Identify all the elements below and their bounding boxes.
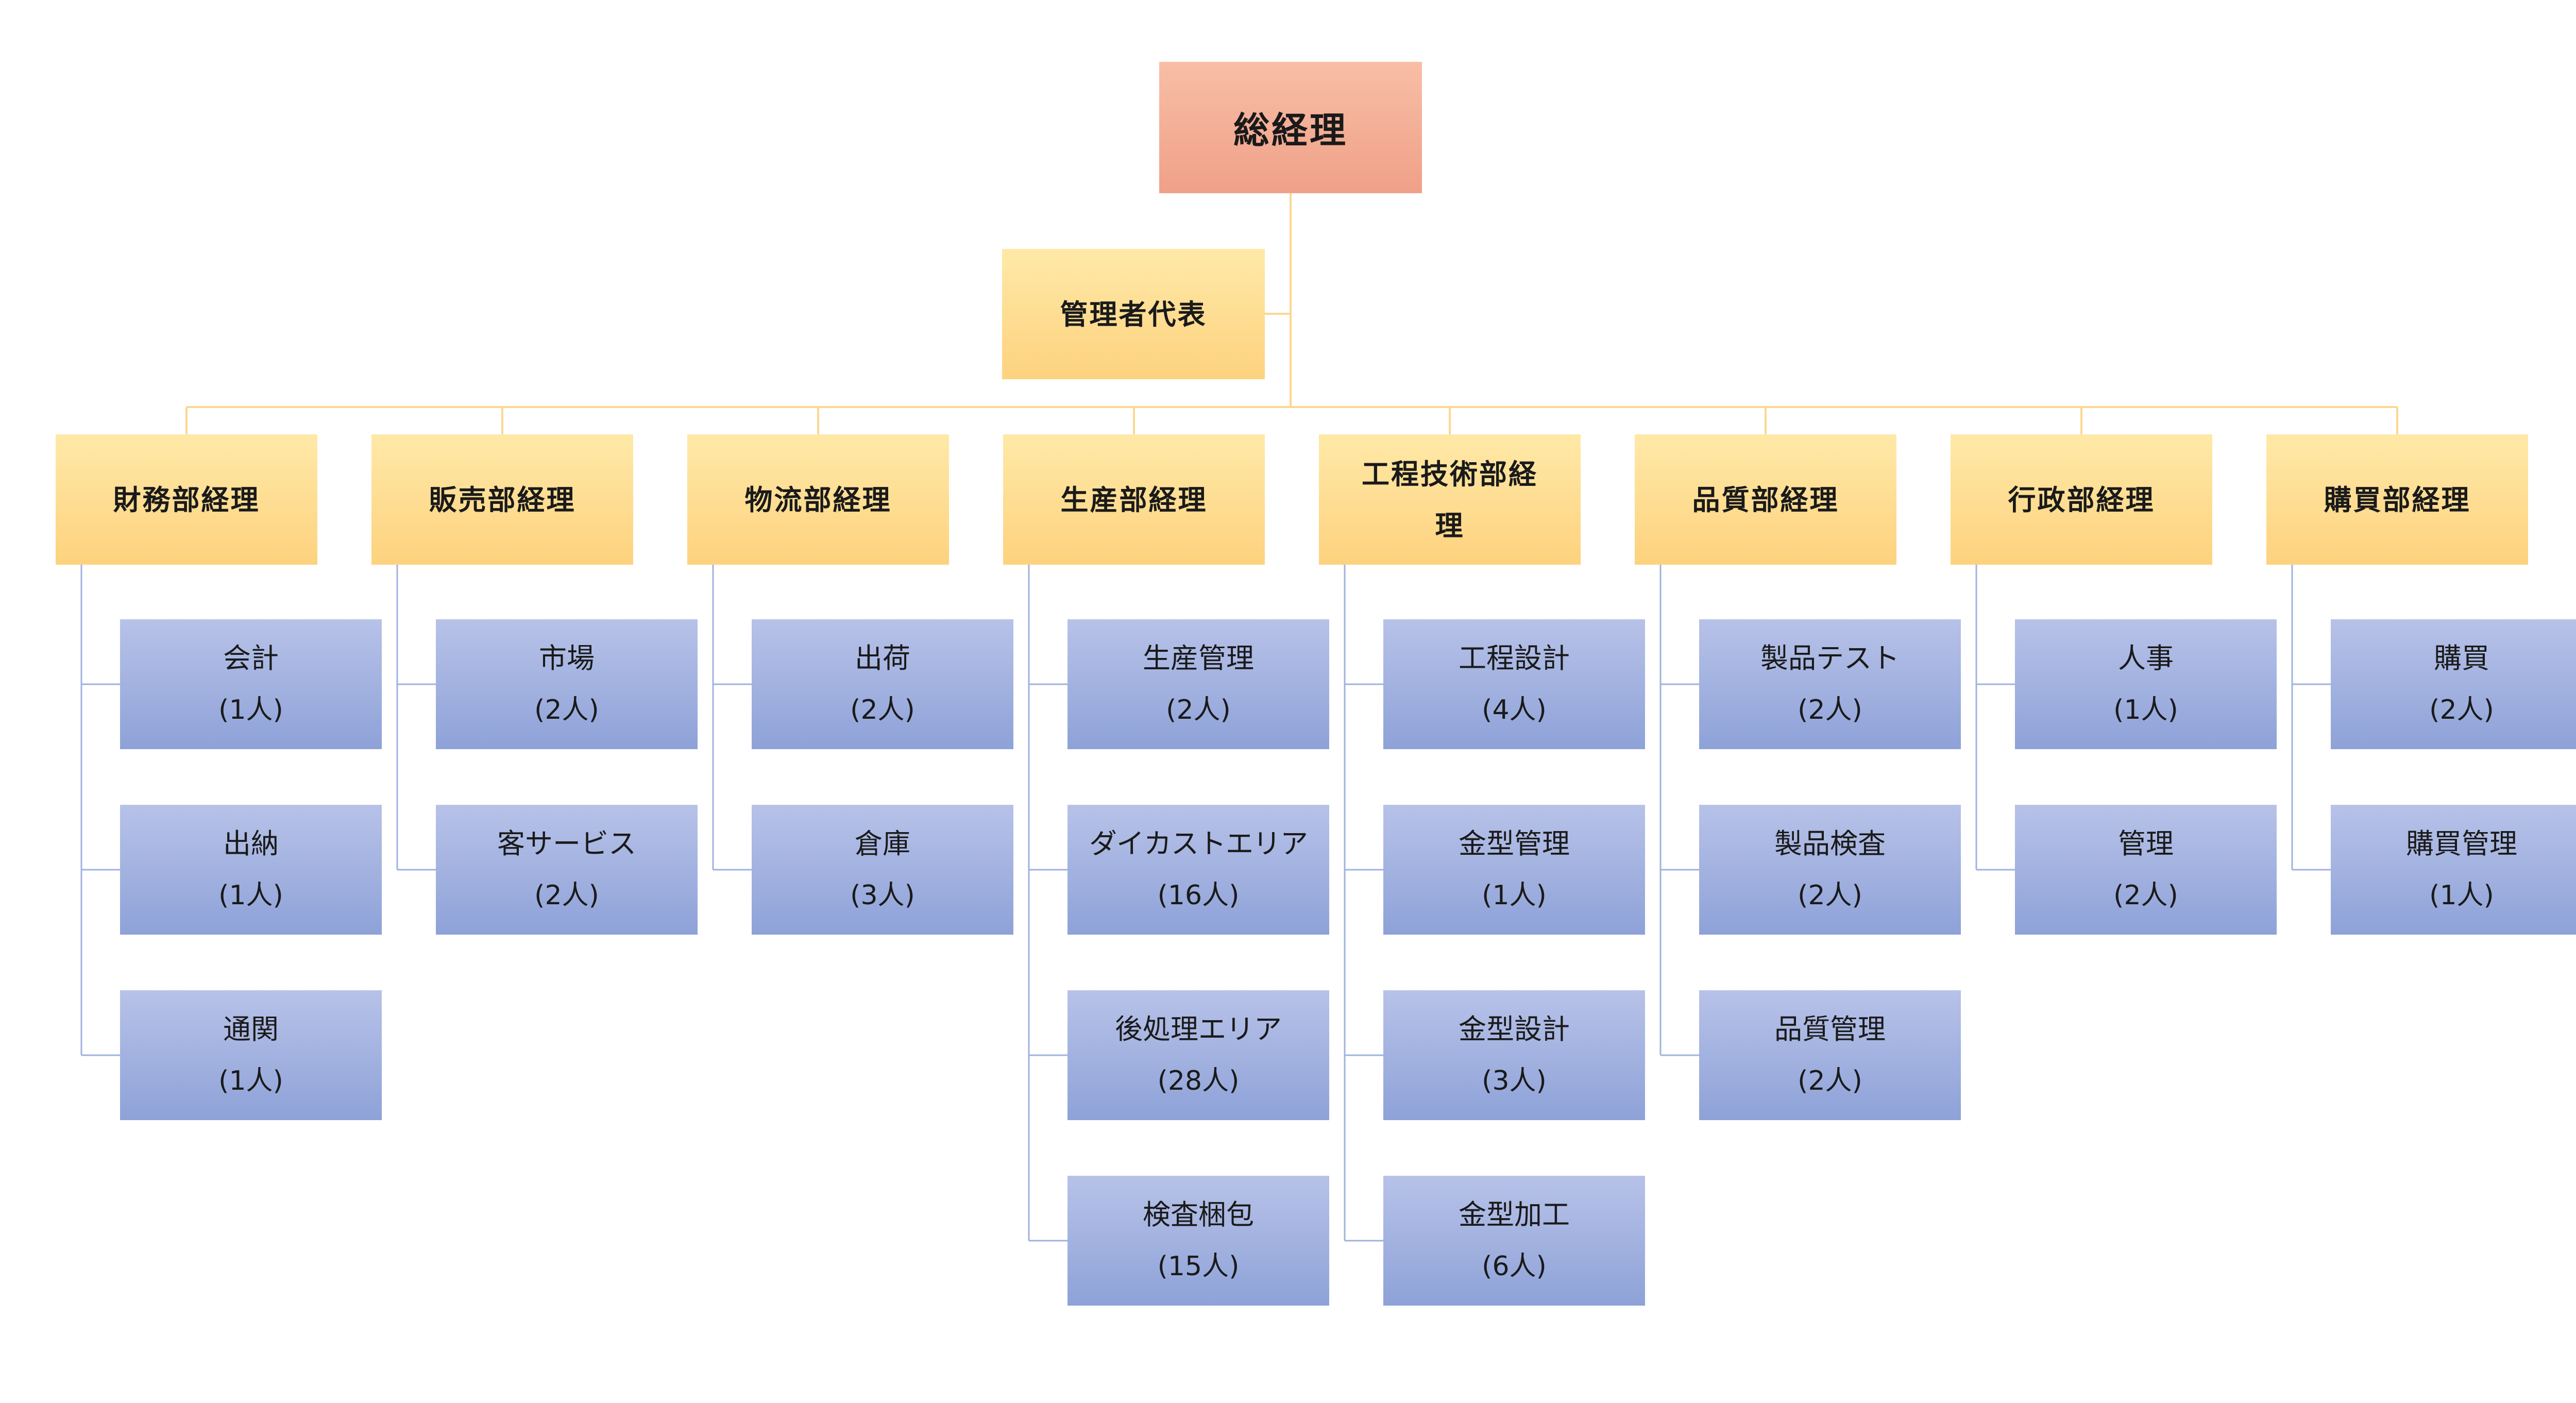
section-headcount: (2人) xyxy=(2429,695,2494,725)
section-headcount: (2人) xyxy=(1798,695,1862,725)
section-headcount: (2人) xyxy=(534,695,599,725)
section-headcount: (3人) xyxy=(850,880,915,911)
section-box: 会計 (1人) xyxy=(120,619,382,749)
department-label: 行政部経理 xyxy=(2008,483,2155,516)
management-representative-label: 管理者代表 xyxy=(1060,297,1207,331)
section-headcount: (1人) xyxy=(2429,880,2494,911)
department-box: 物流部経理 xyxy=(687,434,949,565)
section-headcount: (4人) xyxy=(1482,695,1547,725)
section-label: 客サービス xyxy=(497,827,636,860)
section-label: 管理 xyxy=(2118,827,2174,860)
section-label: 購買管理 xyxy=(2406,827,2517,860)
department-box: 販売部経理 xyxy=(371,434,633,565)
section-headcount: (1人) xyxy=(218,695,283,725)
department-box: 生産部経理 xyxy=(1003,434,1265,565)
section-label: 工程設計 xyxy=(1459,642,1570,674)
section-box: 製品テスト (2人) xyxy=(1699,619,1961,749)
management-representative-box: 管理者代表 xyxy=(1002,249,1265,379)
section-label: 購買 xyxy=(2434,642,2489,674)
section-label: 会計 xyxy=(223,642,279,674)
section-box: 通関 (1人) xyxy=(120,990,382,1120)
section-label: 検査梱包 xyxy=(1143,1198,1254,1231)
section-box: 倉庫 (3人) xyxy=(752,805,1013,935)
section-headcount: (28人) xyxy=(1157,1066,1240,1096)
section-box: 検査梱包 (15人) xyxy=(1067,1176,1329,1306)
section-label: 市場 xyxy=(539,642,595,674)
section-label: 品質管理 xyxy=(1774,1013,1886,1045)
section-headcount: (1人) xyxy=(218,1066,283,1096)
section-label: 製品テスト xyxy=(1760,642,1900,674)
section-label: 後処理エリア xyxy=(1115,1013,1282,1045)
section-label: 人事 xyxy=(2118,642,2174,674)
section-headcount: (2人) xyxy=(850,695,915,725)
department-label: 購買部経理 xyxy=(2324,483,2471,516)
section-box: 管理 (2人) xyxy=(2015,805,2277,935)
section-headcount: (2人) xyxy=(534,880,599,911)
section-headcount: (6人) xyxy=(1482,1251,1547,1282)
department-label: 販売部経理 xyxy=(429,483,576,516)
section-box: 品質管理 (2人) xyxy=(1699,990,1961,1120)
section-label: 金型加工 xyxy=(1459,1198,1570,1231)
section-box: 出荷 (2人) xyxy=(752,619,1013,749)
section-label: 金型管理 xyxy=(1459,827,1570,860)
section-label: 出荷 xyxy=(855,642,910,674)
section-box: 客サービス (2人) xyxy=(436,805,698,935)
section-box: 後処理エリア (28人) xyxy=(1067,990,1329,1120)
section-label: 金型設計 xyxy=(1459,1013,1570,1045)
ceo-box: 総経理 xyxy=(1159,62,1422,193)
section-box: 人事 (1人) xyxy=(2015,619,2277,749)
department-label: 生産部経理 xyxy=(1060,483,1208,516)
section-box: 市場 (2人) xyxy=(436,619,698,749)
section-box: 金型設計 (3人) xyxy=(1383,990,1645,1120)
department-label: 品質部経理 xyxy=(1692,483,1839,516)
section-box: 購買 (2人) xyxy=(2331,619,2576,749)
section-box: 出納 (1人) xyxy=(120,805,382,935)
department-box: 行政部経理 xyxy=(1951,434,2212,565)
section-headcount: (1人) xyxy=(2113,695,2178,725)
section-box: 金型管理 (1人) xyxy=(1383,805,1645,935)
ceo-label: 総経理 xyxy=(1233,109,1348,151)
section-label: 通関 xyxy=(223,1013,279,1045)
section-headcount: (2人) xyxy=(2113,880,2178,911)
section-box: 製品検査 (2人) xyxy=(1699,805,1961,935)
section-box: 購買管理 (1人) xyxy=(2331,805,2576,935)
department-label: 工程技術部経理 xyxy=(1362,457,1538,542)
section-headcount: (2人) xyxy=(1798,1066,1862,1096)
section-headcount: (1人) xyxy=(1482,880,1547,911)
section-box: 生産管理 (2人) xyxy=(1067,619,1329,749)
department-box: 購買部経理 xyxy=(2266,434,2528,565)
section-box: 金型加工 (6人) xyxy=(1383,1176,1645,1306)
section-headcount: (3人) xyxy=(1482,1066,1547,1096)
section-label: 倉庫 xyxy=(855,827,910,860)
department-box: 品質部経理 xyxy=(1635,434,1896,565)
section-headcount: (15人) xyxy=(1157,1251,1240,1282)
section-box: ダイカストエリア (16人) xyxy=(1067,805,1329,935)
department-label: 財務部経理 xyxy=(113,483,260,516)
section-headcount: (1人) xyxy=(218,880,283,911)
section-box: 工程設計 (4人) xyxy=(1383,619,1645,749)
department-label: 物流部経理 xyxy=(744,483,892,516)
section-label: 生産管理 xyxy=(1143,642,1254,674)
department-box: 工程技術部経理 xyxy=(1319,434,1581,565)
section-label: ダイカストエリア xyxy=(1089,827,1308,860)
section-headcount: (2人) xyxy=(1798,880,1862,911)
section-label: 製品検査 xyxy=(1774,827,1886,860)
section-label: 出納 xyxy=(223,827,279,860)
section-headcount: (2人) xyxy=(1166,695,1231,725)
department-box: 財務部経理 xyxy=(56,434,317,565)
section-headcount: (16人) xyxy=(1157,880,1240,911)
